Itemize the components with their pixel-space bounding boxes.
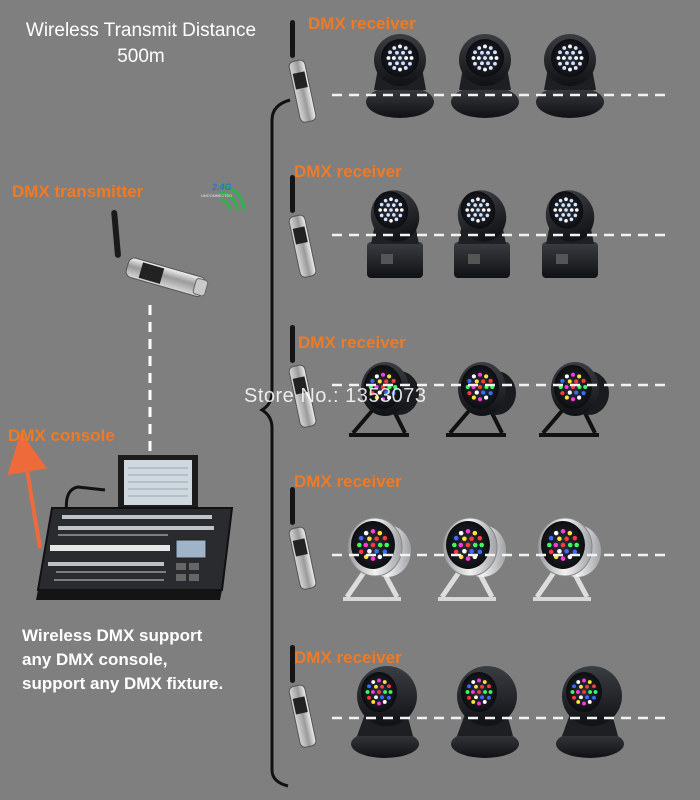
- dmx-receiver-device: [288, 175, 317, 278]
- dmx-receiver-device: [288, 645, 317, 748]
- wifi-signal-icon: [219, 184, 246, 211]
- stage-light-fixture: [367, 190, 423, 278]
- distribution-bracket: [259, 98, 291, 788]
- note-line-2: any DMX console,: [22, 650, 168, 669]
- title-line-2: 500m: [117, 46, 165, 67]
- badge-small-text: UNCONNECTED: [201, 193, 233, 198]
- receiver-label-row-1: DMX receiver: [308, 14, 416, 33]
- note-line-1: Wireless DMX support: [22, 626, 203, 645]
- stage-light-fixture: [451, 34, 519, 118]
- stage-light-fixture: [349, 362, 419, 437]
- dmx-console-device: [36, 455, 234, 600]
- note-line-3: support any DMX fixture.: [22, 674, 224, 693]
- stage-light-fixture: [446, 362, 516, 437]
- badge-24g: 2.4G: [212, 182, 232, 192]
- dmx-receiver-device: [288, 325, 317, 428]
- stage-light-fixture: [542, 190, 598, 278]
- support-note: Wireless DMX support any DMX console, su…: [22, 624, 272, 696]
- transmitter-label: DMX transmitter: [12, 182, 144, 201]
- receiver-label-row-4: DMX receiver: [294, 472, 402, 491]
- receiver-label-row-3: DMX receiver: [298, 333, 406, 352]
- receiver-label-row-2: DMX receiver: [294, 162, 402, 181]
- console-label: DMX console: [8, 426, 115, 445]
- receiver-label-row-5: DMX receiver: [294, 648, 402, 667]
- dmx-receiver-device: [288, 20, 317, 123]
- title-line-1: Wireless Transmit Distance: [25, 20, 257, 41]
- stage-light-fixture: [343, 517, 411, 601]
- stage-light-fixture: [533, 517, 601, 601]
- console-arrow: [7, 432, 48, 549]
- stage-light-fixture: [556, 666, 624, 758]
- stage-light-fixture: [438, 517, 506, 601]
- stage-light-fixture: [539, 362, 609, 437]
- stage-light-fixture: [351, 666, 419, 758]
- dmx-transmitter-device: [111, 209, 209, 297]
- store-watermark: Store No.: 1353073: [244, 385, 427, 407]
- dmx-receiver-device: [288, 487, 317, 590]
- stage-light-fixture: [451, 666, 519, 758]
- stage-light-fixture: [366, 34, 434, 118]
- page-title: Wireless Transmit Distance 500m: [12, 18, 270, 70]
- stage-light-fixture: [454, 190, 510, 278]
- stage-light-fixture: [536, 34, 604, 118]
